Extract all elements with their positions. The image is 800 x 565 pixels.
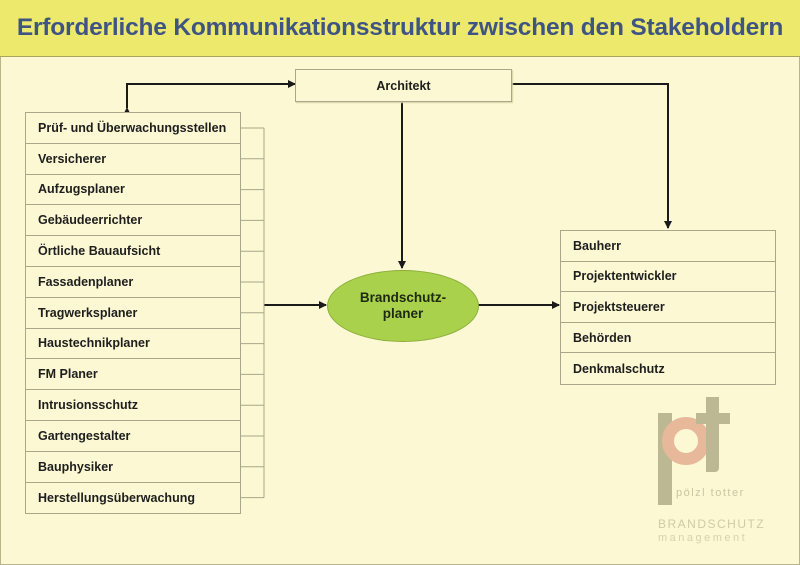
logo-line1: BRANDSCHUTZ [658,517,766,531]
architect-box: Architekt [295,69,512,102]
list-item: Bauphysiker [26,452,240,483]
list-item: Projektsteuerer [561,292,775,323]
brandschutzplaner-ellipse: Brandschutz- planer [327,270,479,342]
left-list-bracket [240,127,265,499]
arrow-left-list-architect [123,80,296,115]
list-item: Denkmalschutz [573,361,665,376]
list-item: FM Planer [26,359,240,391]
list-item: Bauherr [561,231,775,262]
list-item: Behörden [561,323,775,354]
center-label-line1: Brandschutz- [359,290,447,305]
logo-name: pölzl totter [676,487,745,499]
logo-line2: management [658,532,748,544]
page-title: Erforderliche Kommunikationsstruktur zwi… [16,14,784,41]
list-item: Gartengestalter [26,421,240,452]
company-logo: pölzl totter BRANDSCHUTZ management [650,395,770,555]
architect-label: Architekt [376,78,431,93]
list-item: Prüf- und Überwachungsstellen [26,113,240,144]
list-item: Aufzugsplaner [26,175,240,206]
title-bar: Erforderliche Kommunikationsstruktur zwi… [0,0,800,57]
list-item: Projektentwickler [561,262,775,293]
center-label-line2: planer [382,306,424,321]
list-item: Örtliche Bauaufsicht [26,236,240,267]
list-item: Intrusionsschutz [26,390,240,421]
list-item: Gebäudeerrichter [26,205,240,237]
list-item: Haustechnikplaner [26,329,240,360]
list-item: Tragwerksplaner [26,298,240,329]
arrow-architect-right-list [503,80,672,229]
list-item: Fassadenplaner [26,267,240,298]
list-item: Herstellungsüberwachung [38,490,195,505]
list-item: Versicherer [26,144,240,175]
